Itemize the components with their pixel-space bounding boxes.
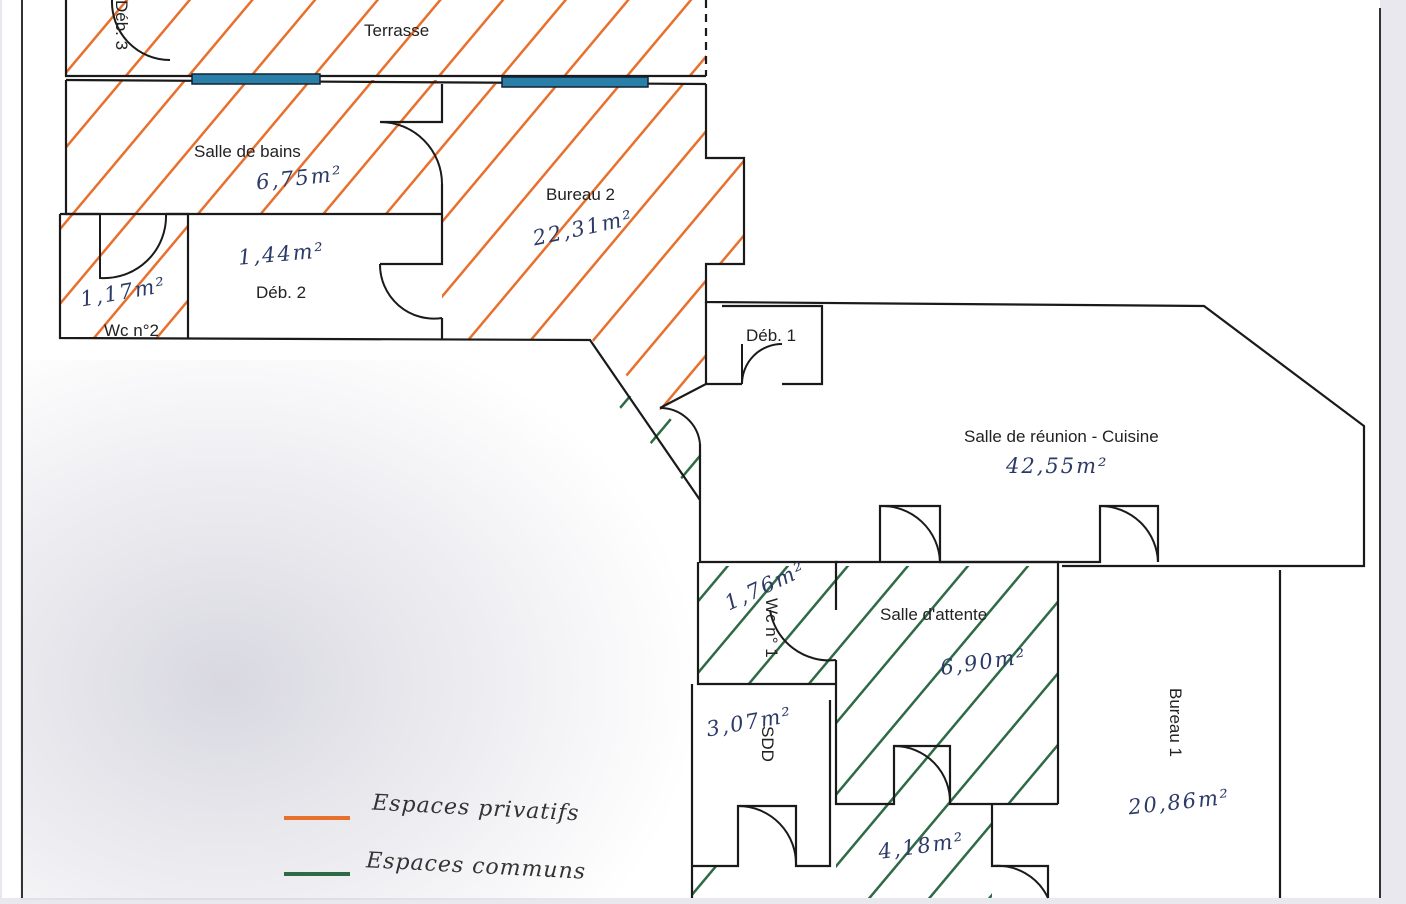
- room-label-bureau2: Bureau 2: [546, 185, 615, 204]
- door-swings: [99, 0, 1159, 899]
- room-label-deb1: Déb. 1: [746, 326, 797, 345]
- room-label-wc1: Wc n° 1: [762, 598, 781, 658]
- room-label-terrasse: Terrasse: [364, 21, 430, 40]
- window-left: [191, 73, 321, 85]
- room-label-attente: Salle d'attente: [880, 605, 988, 624]
- room-label-reunion: Salle de réunion - Cuisine: [964, 427, 1159, 446]
- paper-smudge: [20, 360, 700, 900]
- common-hatch-areas: [596, 380, 1058, 898]
- room-label-bureau1: Bureau 1: [1166, 688, 1185, 757]
- walls: [58, 0, 1366, 898]
- room-label-deb3: Déb. 3: [112, 0, 131, 51]
- private-hatch-areas: [60, 0, 744, 410]
- room-label-wc2: Wc n°2: [104, 321, 159, 340]
- window-right: [501, 76, 649, 88]
- room-label-salle-de-bains: Salle de bains: [194, 142, 301, 161]
- room-label-deb2: Déb. 2: [256, 283, 307, 302]
- area-reunion: 42,55m²: [1006, 454, 1109, 478]
